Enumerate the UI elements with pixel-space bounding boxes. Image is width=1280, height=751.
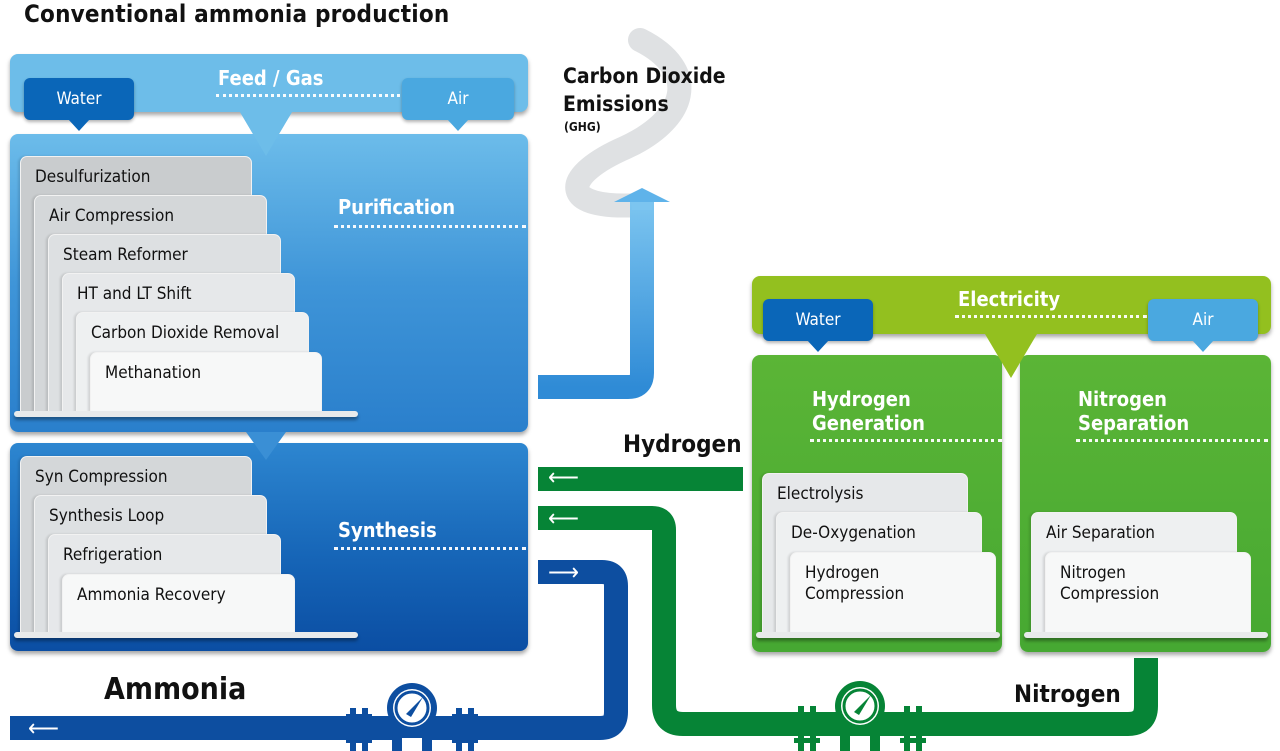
step-label: Syn Compression <box>35 467 168 487</box>
feed-gas-label: Feed / Gas <box>218 66 324 90</box>
water-pointer-icon <box>68 119 90 131</box>
air-pointer-icon <box>447 119 469 131</box>
green-water-pointer-icon <box>807 340 829 352</box>
electricity-label: Electricity <box>958 287 1061 311</box>
synthesis-label: Synthesis <box>338 518 437 542</box>
hydrogen-pipe-upper <box>538 467 743 491</box>
nitrogen-separation-label-line2: Separation <box>1078 411 1190 435</box>
co2-arrowhead <box>614 188 670 202</box>
nitrogen-flow-label: Nitrogen <box>1014 680 1121 708</box>
co2-label-line1: Carbon Dioxide <box>563 64 726 88</box>
purification-label: Purification <box>338 195 456 219</box>
hydrogen-pipe-lower <box>538 506 1158 736</box>
step-label: Compression <box>1060 584 1160 604</box>
purification-to-synthesis-pointer <box>246 432 286 460</box>
air-input-label: Air <box>447 89 469 109</box>
hydrogen-generation-label: Hydrogen Generation <box>812 387 925 435</box>
co2-emissions-label: Carbon Dioxide Emissions <box>563 62 726 118</box>
step-card: Methanation <box>90 352 322 412</box>
hydrogen-arrow-left-icon: ⟵ <box>548 463 579 491</box>
step-label: HT and LT Shift <box>77 284 192 304</box>
ammonia-arrow-right-icon: ⟶ <box>548 558 579 586</box>
co2-label-line2: Emissions <box>563 92 669 116</box>
step-card: Hydrogen Compression <box>790 552 996 633</box>
ammonia-pipe <box>10 560 628 740</box>
ammonia-output-arrow-left-icon: ⟵ <box>28 714 59 742</box>
smoke-plume <box>565 28 692 218</box>
electricity-dotted-line <box>955 315 1147 318</box>
co2-pipe <box>538 202 654 399</box>
step-label: Carbon Dioxide Removal <box>91 323 280 343</box>
feed-gas-pointer-overlay <box>240 112 292 156</box>
hydrogen-generation-label-line1: Hydrogen <box>812 387 911 411</box>
step-card: Nitrogen Compression <box>1045 552 1251 633</box>
purification-shelf <box>14 411 358 417</box>
step-card: Ammonia Recovery <box>62 574 295 633</box>
feed-gas-dotted-line <box>216 94 406 97</box>
step-label: Desulfurization <box>35 167 151 187</box>
step-label: Synthesis Loop <box>49 506 165 526</box>
nitrogen-shelf <box>1024 632 1268 638</box>
nitrogen-separation-dotted-line <box>1076 439 1268 442</box>
green-water-input-label: Water <box>795 310 841 330</box>
step-label: Ammonia Recovery <box>77 585 226 605</box>
hydrogen-flow-label: Hydrogen <box>623 430 742 458</box>
step-label: Steam Reformer <box>63 245 188 265</box>
nitrogen-flow-meter-icon <box>794 681 926 751</box>
air-input-callout: Air <box>402 78 514 131</box>
step-label: De-Oxygenation <box>791 523 916 543</box>
green-air-input-label: Air <box>1192 310 1214 330</box>
ammonia-flow-label: Ammonia <box>104 672 247 707</box>
step-label: Air Separation <box>1046 523 1156 543</box>
step-label: Hydrogen <box>805 563 880 583</box>
step-label: Nitrogen <box>1060 563 1126 583</box>
green-air-pointer-icon <box>1192 340 1214 352</box>
hydrogen-return-arrow-left-icon: ⟵ <box>548 504 579 532</box>
green-air-input-callout: Air <box>1148 299 1258 352</box>
nitrogen-separation-label-line1: Nitrogen <box>1078 387 1167 411</box>
step-label: Refrigeration <box>63 545 163 565</box>
purification-dotted-line <box>334 225 526 228</box>
page-title: Conventional ammonia production <box>24 0 450 28</box>
green-water-input-callout: Water <box>763 299 873 352</box>
ammonia-flow-meter-icon <box>346 683 478 751</box>
hydrogen-generation-label-line2: Generation <box>812 411 925 435</box>
electricity-pointer <box>985 334 1037 378</box>
hydrogen-generation-dotted-line <box>810 439 1002 442</box>
hydrogen-shelf <box>756 632 1000 638</box>
water-input-label: Water <box>56 89 102 109</box>
step-label: Electrolysis <box>777 484 864 504</box>
step-label: Compression <box>805 584 905 604</box>
step-label: Methanation <box>105 363 202 383</box>
ghg-note: (GHG) <box>564 120 601 134</box>
synthesis-dotted-line <box>334 547 526 550</box>
water-input-callout: Water <box>24 78 134 131</box>
synthesis-shelf <box>14 632 358 638</box>
step-label: Air Compression <box>49 206 175 226</box>
nitrogen-separation-label: Nitrogen Separation <box>1078 387 1189 435</box>
